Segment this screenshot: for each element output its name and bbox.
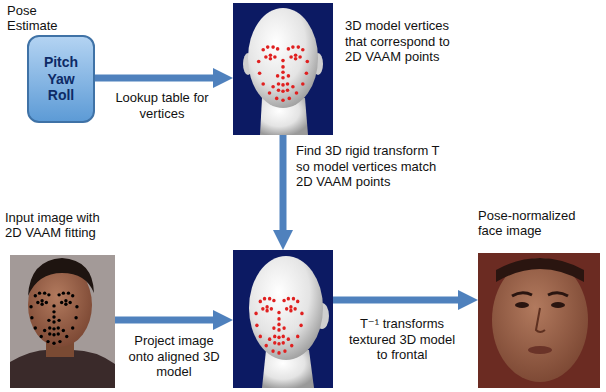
model-render bbox=[233, 250, 333, 388]
arrow-connector bbox=[333, 297, 466, 304]
model-image: 3D model vertices that correspond to 2D … bbox=[233, 3, 333, 135]
output-image: Pose-normalized face image bbox=[478, 253, 600, 388]
edge-label: Find 3D rigid transform T so model verti… bbox=[296, 143, 448, 190]
pose-box: Pose EstimatePitch Yaw Roll bbox=[27, 35, 95, 123]
edge-label: Lookup table for vertices bbox=[108, 90, 216, 121]
image-caption: Input image with 2D VAAM fitting bbox=[5, 210, 117, 241]
image-caption: Pose-normalized face image bbox=[478, 208, 596, 239]
input-photo bbox=[10, 255, 115, 388]
edge-label: T⁻¹ transforms textured 3D model to fron… bbox=[347, 316, 457, 363]
arrow-connector bbox=[280, 135, 287, 238]
model-render bbox=[233, 3, 333, 135]
box-heading: Pose Estimate bbox=[7, 3, 77, 34]
arrow-connector bbox=[95, 75, 221, 82]
image-caption: 3D model vertices that correspond to 2D … bbox=[345, 18, 467, 65]
input-image: Input image with 2D VAAM fitting bbox=[10, 255, 115, 388]
arrow-connector bbox=[115, 317, 221, 324]
aligned-model-image bbox=[233, 250, 333, 388]
edge-label: Project image onto aligned 3D model bbox=[128, 333, 220, 380]
box-text: Pitch Yaw Roll bbox=[34, 54, 88, 104]
normalized-face bbox=[478, 253, 600, 388]
